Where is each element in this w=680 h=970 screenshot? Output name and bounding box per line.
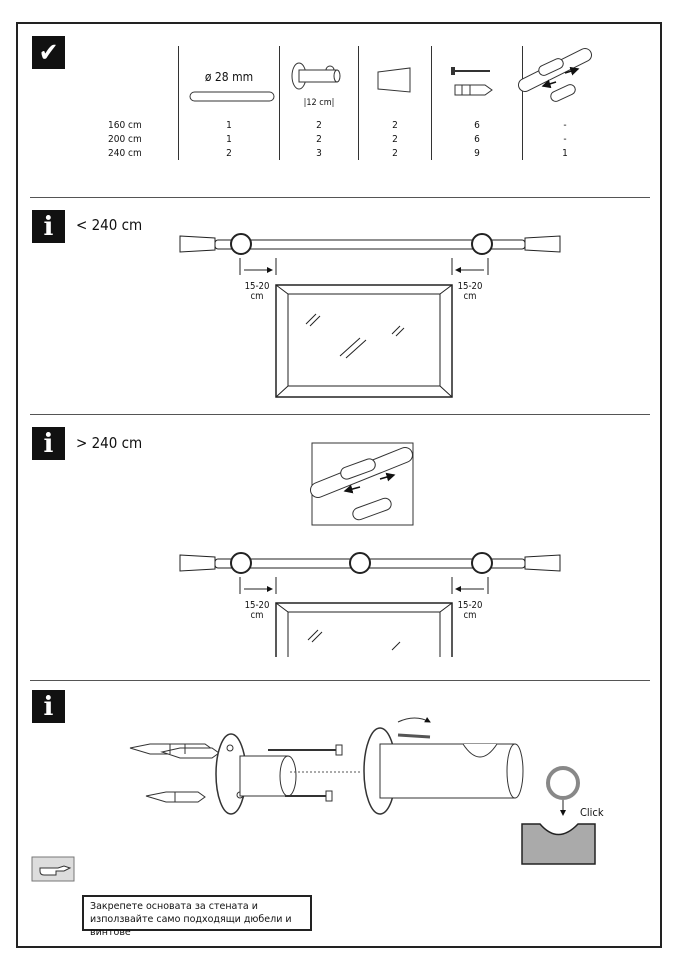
table-row: 200 cm 1 2 2 6 -	[108, 132, 607, 146]
connector-icon	[518, 48, 592, 102]
gap-left-label: 15-20 cm	[244, 600, 270, 621]
ring-icon	[546, 766, 580, 816]
screw-header	[431, 46, 523, 118]
gap-arrows	[239, 258, 489, 275]
rod-header: ø 28 mm	[178, 46, 280, 118]
rod-assembly-long	[179, 552, 561, 574]
screw-icon	[268, 744, 360, 802]
table-row: 240 cm 2 3 2 9 1	[108, 146, 607, 160]
range-label: < 240 cm	[76, 216, 143, 234]
gap-left-label: 15-20 cm	[244, 281, 270, 302]
instruction-note: Закрепете основата за стената и използва…	[82, 895, 312, 938]
connector-detail-box	[310, 442, 414, 526]
bracket-icon	[291, 62, 341, 90]
wall-plate-icon	[215, 733, 297, 815]
info-icon: i	[32, 690, 65, 723]
bracket-assembly-icon	[363, 717, 524, 815]
finial-icon	[377, 67, 411, 93]
click-profile-icon	[521, 823, 596, 865]
screw-icon	[451, 67, 493, 96]
hand-pointer-icon	[31, 856, 75, 882]
gap-arrows	[239, 577, 489, 594]
rod-icon	[189, 91, 275, 102]
rod-assembly	[179, 233, 561, 255]
info-icon: i	[32, 210, 65, 243]
section-divider	[30, 680, 650, 681]
window-icon	[275, 284, 453, 398]
gap-right-label: 15-20 cm	[457, 600, 483, 621]
click-label: Click	[580, 806, 604, 819]
checkmark-icon: ✔	[32, 36, 65, 69]
wall-plug-icon	[129, 743, 220, 803]
info-icon: i	[32, 427, 65, 460]
section-divider	[30, 414, 650, 415]
window-icon	[275, 602, 453, 657]
page-frame	[16, 22, 662, 948]
range-label: > 240 cm	[76, 434, 143, 452]
gap-right-label: 15-20 cm	[457, 281, 483, 302]
table-row: 160 cm 1 2 2 6 -	[108, 118, 607, 132]
section-divider	[30, 197, 650, 198]
